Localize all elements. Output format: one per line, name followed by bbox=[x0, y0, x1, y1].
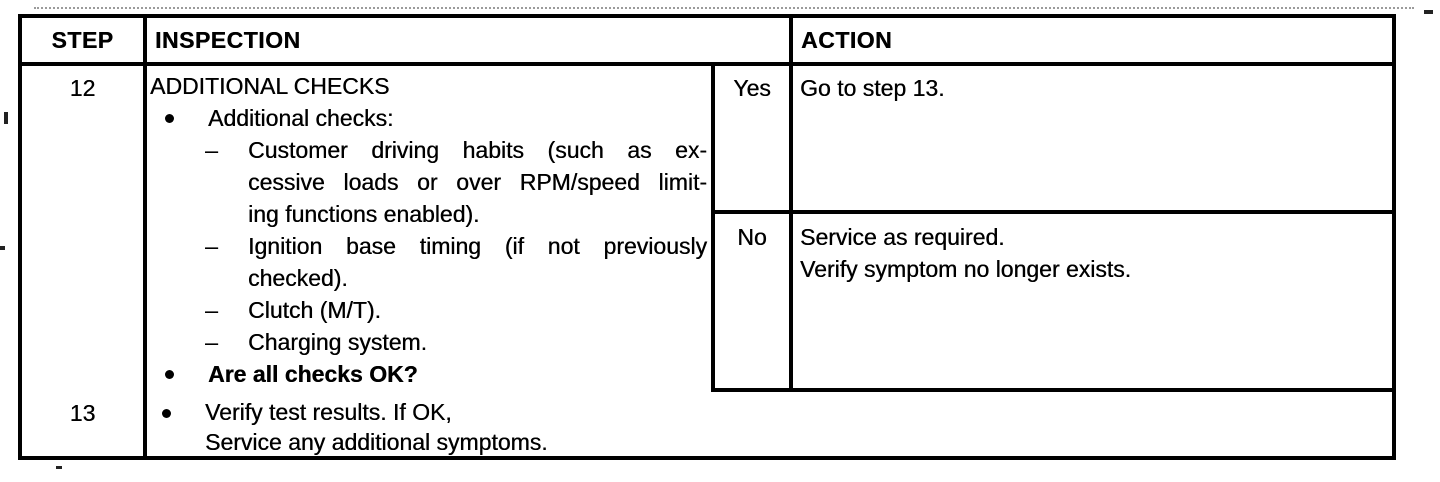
inspection-title: ADDITIONAL CHECKS bbox=[150, 73, 390, 99]
text-line: Charging system. bbox=[248, 329, 427, 355]
yes-label-cell: Yes bbox=[715, 66, 793, 214]
bullet-item: Additional checks: bbox=[150, 102, 707, 134]
text-line: Service any additional symptoms. bbox=[205, 429, 548, 455]
bullet-item: Verify test results. If OK, bbox=[147, 397, 1392, 427]
scan-artifact bbox=[4, 112, 8, 124]
inspection-question: Are all checks OK? bbox=[208, 361, 418, 387]
no-label-cell: No bbox=[715, 214, 793, 392]
dash-item-text: Clutch (M/T). bbox=[248, 294, 707, 326]
scan-artifact bbox=[1424, 10, 1433, 14]
dash-item-text: Ignition base timing (if not previously … bbox=[248, 230, 707, 294]
dash-marker: – bbox=[205, 329, 218, 355]
text-line: Verify test results. If OK, bbox=[205, 399, 452, 425]
bullet-item-text: Additional checks: bbox=[208, 105, 394, 131]
text-line: Verify symptom no longer exists. bbox=[800, 256, 1132, 282]
text-line: Clutch (M/T). bbox=[248, 297, 381, 323]
text-line: Ignition base timing (if not previously bbox=[248, 233, 707, 259]
text-line: Service as required. bbox=[800, 224, 1005, 250]
dash-list-item: – Clutch (M/T). bbox=[150, 294, 707, 326]
bullet-icon bbox=[165, 370, 174, 379]
scan-artifact bbox=[0, 246, 5, 250]
text-line: cessive loads or over RPM/speed limit- bbox=[248, 169, 707, 195]
text-line: ing functions enabled). bbox=[248, 201, 480, 227]
step13-content-cell: Verify test results. If OK, Service any … bbox=[147, 392, 1392, 456]
yes-action-cell: Go to step 13. bbox=[793, 66, 1392, 214]
no-action-cell: Service as required. Verify symptom no l… bbox=[793, 214, 1392, 392]
bullet-item: Are all checks OK? bbox=[150, 358, 707, 390]
text-line: Customer driving habits (such as ex- bbox=[248, 137, 707, 163]
dash-marker: – bbox=[205, 137, 218, 163]
dash-list-item: – Charging system. bbox=[150, 326, 707, 358]
column-header-inspection: INSPECTION bbox=[147, 18, 793, 66]
dash-list-item: – Ignition base timing (if not previousl… bbox=[150, 230, 707, 294]
bullet-icon bbox=[162, 409, 171, 418]
dash-item-text: Charging system. bbox=[248, 326, 707, 358]
scan-artifact bbox=[34, 7, 1414, 9]
dash-item-text: Customer driving habits (such as ex- ces… bbox=[248, 134, 707, 230]
text-line: checked). bbox=[248, 265, 348, 291]
bullet-icon bbox=[165, 114, 174, 123]
diagnostic-table: STEP INSPECTION ACTION 12 ADDITIONAL CHE… bbox=[18, 14, 1396, 460]
dash-marker: – bbox=[205, 233, 218, 259]
step-number-cell: 12 bbox=[22, 66, 147, 392]
scan-artifact bbox=[56, 466, 62, 469]
step-number-cell: 13 bbox=[22, 392, 147, 456]
dash-marker: – bbox=[205, 297, 218, 323]
inspection-cell: ADDITIONAL CHECKS Additional checks: – C… bbox=[147, 66, 715, 392]
column-header-action: ACTION bbox=[793, 18, 1392, 66]
dash-list-item: – Customer driving habits (such as ex- c… bbox=[150, 134, 707, 230]
column-header-step: STEP bbox=[22, 18, 147, 66]
